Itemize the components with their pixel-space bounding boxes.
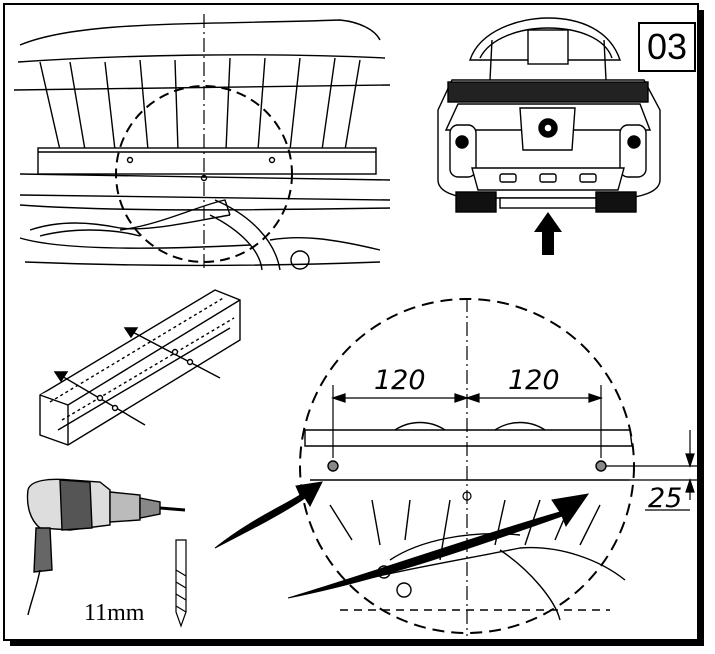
drill-axis-lines: [53, 327, 221, 426]
up-arrow-icon: [534, 212, 562, 255]
step-number-badge: 03: [638, 22, 696, 72]
pointer-arrow-right-icon: [287, 493, 590, 599]
drill-hole-right: [595, 460, 607, 472]
dimension-vertical: 25: [648, 483, 682, 514]
drill-bit-icon: [175, 539, 187, 628]
dimension-left: 120: [374, 365, 426, 396]
detail-view: [304, 421, 633, 621]
underside-overview: [13, 19, 391, 271]
power-drill-icon: [26, 478, 186, 616]
dimension-right: 120: [508, 365, 560, 396]
crossmember-detail: [39, 289, 241, 446]
detail-circle-small: [115, 85, 293, 263]
drill-hole-left: [327, 460, 339, 472]
vehicle-rear-view: [437, 17, 661, 213]
drill-bit-size-label: 11mm: [84, 600, 145, 626]
pointer-arrow-left-icon: [214, 481, 323, 549]
dimension-lines: [331, 385, 700, 511]
